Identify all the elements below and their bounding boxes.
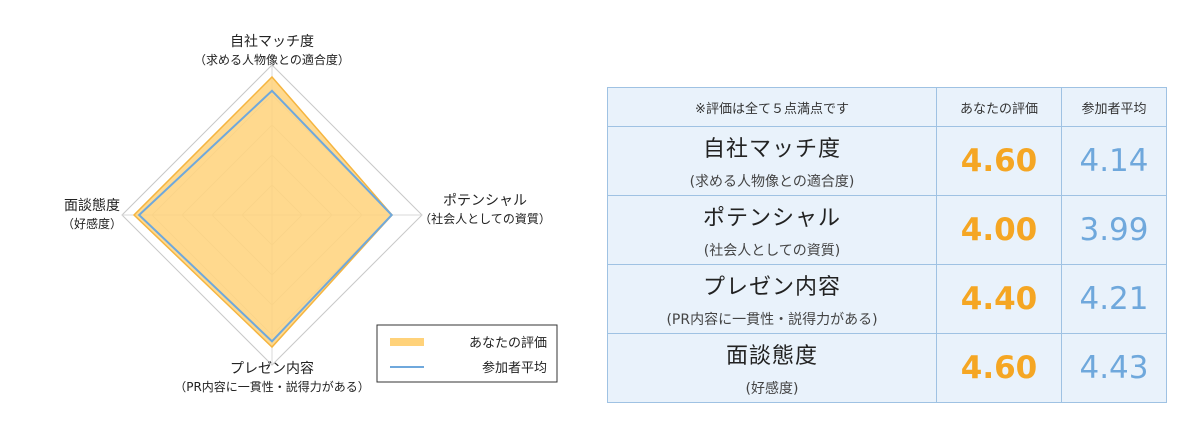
criterion-name: ポテンシャル (702, 206, 841, 231)
average-score-cell: 4.43 (1061, 333, 1167, 403)
your-score: 4.40 (960, 281, 1038, 317)
your-score-cell: 4.40 (936, 264, 1062, 334)
criterion-name: プレゼン内容 (702, 275, 841, 300)
table-row: ポテンシャル (社会人としての資質) 4.00 3.99 (607, 195, 1167, 265)
axis-label-bottom: プレゼン内容 （PR内容に一貫性・説得力がある） (174, 360, 370, 394)
axis-label-right-sub: （社会人としての資質） (419, 211, 551, 226)
header-your-score: あなたの評価 (936, 87, 1062, 127)
header-note: ※評価は全て５点満点です (607, 87, 937, 127)
your-score: 4.60 (960, 143, 1038, 179)
criterion-sub: (PR内容に一貫性・説得力がある) (666, 312, 878, 328)
criterion-name: 自社マッチ度 (702, 137, 841, 162)
your-score-cell: 4.60 (936, 126, 1062, 196)
table-row: 自社マッチ度 (求める人物像との適合度) 4.60 4.14 (607, 126, 1167, 196)
legend-swatch-you (390, 338, 424, 346)
radar-series (132, 75, 394, 349)
series-average-line (137, 89, 394, 343)
criterion-sub: (好感度) (745, 381, 799, 397)
criterion-cell: 面談態度 (好感度) (607, 333, 937, 403)
header-average: 参加者平均 (1061, 87, 1167, 127)
legend-label-avg: 参加者平均 (482, 360, 547, 376)
your-score: 4.00 (960, 212, 1038, 248)
average-score-cell: 4.14 (1061, 126, 1167, 196)
axis-label-bottom-name: プレゼン内容 (230, 360, 314, 377)
legend-box (376, 324, 558, 383)
average-score-cell: 3.99 (1061, 195, 1167, 265)
axis-label-top-sub: （求める人物像との適合度） (194, 52, 350, 67)
criterion-name: 面談態度 (725, 344, 818, 369)
your-score-cell: 4.60 (936, 333, 1062, 403)
criterion-sub: (求める人物像との適合度) (689, 174, 855, 190)
average-score: 4.43 (1079, 350, 1149, 386)
table-row: プレゼン内容 (PR内容に一貫性・説得力がある) 4.40 4.21 (607, 264, 1167, 334)
axis-label-right-name: ポテンシャル (443, 193, 527, 209)
criterion-cell: プレゼン内容 (PR内容に一貫性・説得力がある) (607, 264, 937, 334)
your-score: 4.60 (960, 350, 1038, 386)
axis-label-bottom-sub: （PR内容に一貫性・説得力がある） (174, 379, 370, 394)
average-score: 4.14 (1079, 143, 1149, 179)
series-your-score-area (132, 75, 394, 349)
criterion-cell: ポテンシャル (社会人としての資質) (607, 195, 937, 265)
average-score: 3.99 (1079, 212, 1149, 248)
axis-label-right: ポテンシャル （社会人としての資質） (419, 193, 551, 226)
criterion-sub: (社会人としての資質) (703, 243, 841, 259)
table-header-row: ※評価は全て５点満点です あなたの評価 参加者平均 (607, 87, 1167, 127)
your-score-cell: 4.00 (936, 195, 1062, 265)
table-row: 面談態度 (好感度) 4.60 4.43 (607, 333, 1167, 403)
axis-label-top: 自社マッチ度 （求める人物像との適合度） (194, 34, 350, 67)
average-score: 4.21 (1079, 281, 1149, 317)
chart-legend: あなたの評価 参加者平均 (376, 324, 558, 383)
radar-chart: 自社マッチ度 （求める人物像との適合度） ポテンシャル （社会人としての資質） … (62, 34, 558, 394)
axis-label-top-name: 自社マッチ度 (230, 34, 314, 50)
axis-label-left: 面談態度 （好感度） (62, 198, 122, 231)
criterion-cell: 自社マッチ度 (求める人物像との適合度) (607, 126, 937, 196)
axis-label-left-name: 面談態度 (64, 198, 120, 214)
score-table: ※評価は全て５点満点です あなたの評価 参加者平均 自社マッチ度 (求める人物像… (607, 87, 1167, 403)
legend-label-you: あなたの評価 (469, 336, 547, 351)
average-score-cell: 4.21 (1061, 264, 1167, 334)
axis-label-left-sub: （好感度） (62, 216, 122, 231)
